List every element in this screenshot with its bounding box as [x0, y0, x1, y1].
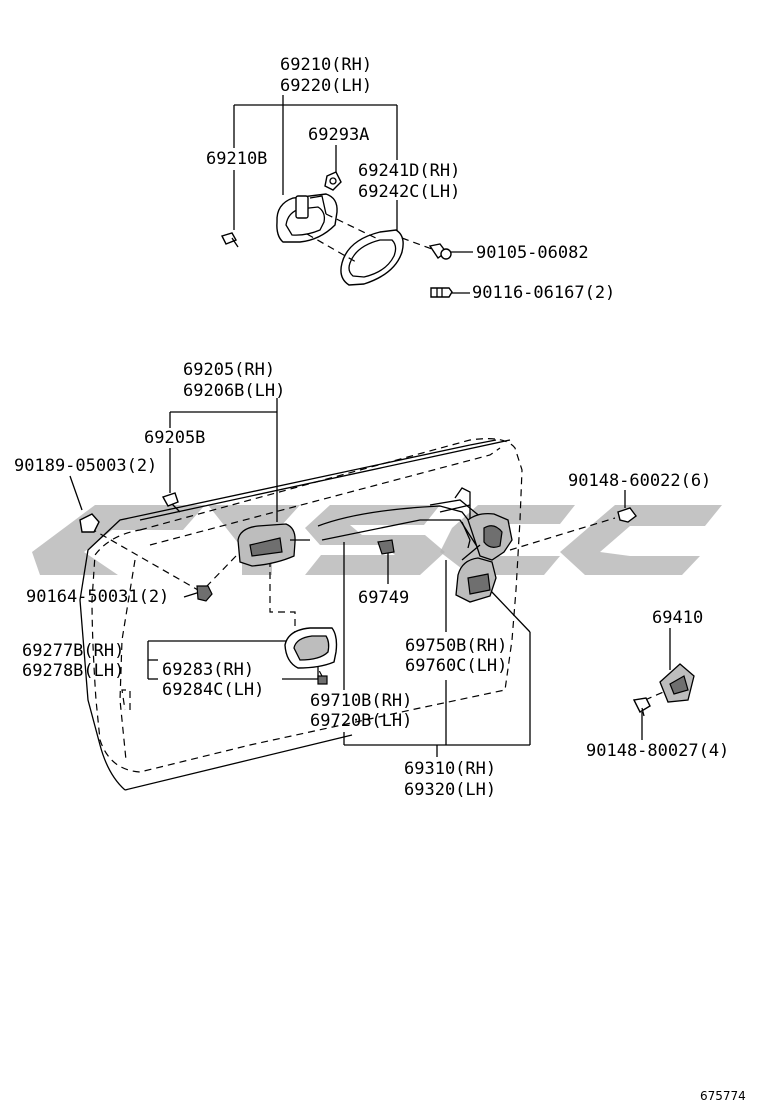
- inside-handle-icon: [237, 523, 310, 567]
- label-69210: 69210(RH): [280, 55, 372, 75]
- label-69410: 69410: [652, 608, 703, 628]
- label-90189: 90189-05003(2): [14, 456, 157, 476]
- screw-90164-icon: [196, 585, 213, 602]
- screw-90105-icon: [428, 243, 452, 260]
- label-69205b: 69205B: [144, 428, 205, 448]
- screw-90148-60022-icon: [617, 507, 637, 523]
- part-labels: 69210(RH) 69220(LH) 69293A 69210B 69241D…: [14, 55, 746, 1103]
- clip-90189-icon: [79, 513, 100, 533]
- figure-number: 675774: [700, 1089, 746, 1103]
- label-69310: 69310(RH): [404, 759, 496, 779]
- label-90116: 90116-06167(2): [472, 283, 615, 303]
- label-69220: 69220(LH): [280, 76, 372, 96]
- label-69720b: 69720B(LH): [310, 711, 412, 731]
- label-90105: 90105-06082: [476, 243, 589, 263]
- screw-90148-80027-icon: [632, 697, 651, 717]
- label-69206b: 69206B(LH): [183, 381, 285, 401]
- clip-69749-icon: [377, 539, 395, 555]
- label-69205: 69205(RH): [183, 360, 275, 380]
- outside-handle-group: [221, 95, 473, 298]
- clip-69283-icon: [317, 675, 328, 685]
- label-69284c: 69284C(LH): [162, 680, 264, 700]
- door-striker-icon: [659, 663, 695, 703]
- label-69760c: 69760C(LH): [405, 656, 507, 676]
- bolt-69210b-icon: [221, 232, 239, 248]
- label-90148-60022: 90148-60022(6): [568, 471, 711, 491]
- label-69210b: 69210B: [206, 149, 267, 169]
- label-69750b: 69750B(RH): [405, 636, 507, 656]
- handle-bezel-icon: [284, 627, 338, 669]
- label-90148-80027: 90148-80027(4): [586, 741, 729, 761]
- label-69277b: 69277B(RH): [22, 641, 124, 661]
- bolt-69205b-icon: [161, 492, 181, 513]
- clip-69293a-icon: [324, 171, 342, 191]
- door-assembly-group: [69, 398, 695, 791]
- screw-90116-icon: [430, 287, 453, 298]
- label-69710b: 69710B(RH): [310, 691, 412, 711]
- label-69241d: 69241D(RH): [358, 161, 460, 181]
- label-69283: 69283(RH): [162, 660, 254, 680]
- outside-handle-frame-icon: [276, 193, 338, 243]
- lock-rods-icon: [317, 487, 483, 549]
- label-69293a: 69293A: [308, 125, 369, 145]
- label-69320: 69320(LH): [404, 780, 496, 800]
- label-69278b: 69278B(LH): [22, 661, 124, 681]
- label-69749: 69749: [358, 588, 409, 608]
- door-lock-icon: [455, 512, 513, 603]
- label-69242c: 69242C(LH): [358, 182, 460, 202]
- label-90164: 90164-50031(2): [26, 587, 169, 607]
- handle-pad-icon: [340, 229, 404, 286]
